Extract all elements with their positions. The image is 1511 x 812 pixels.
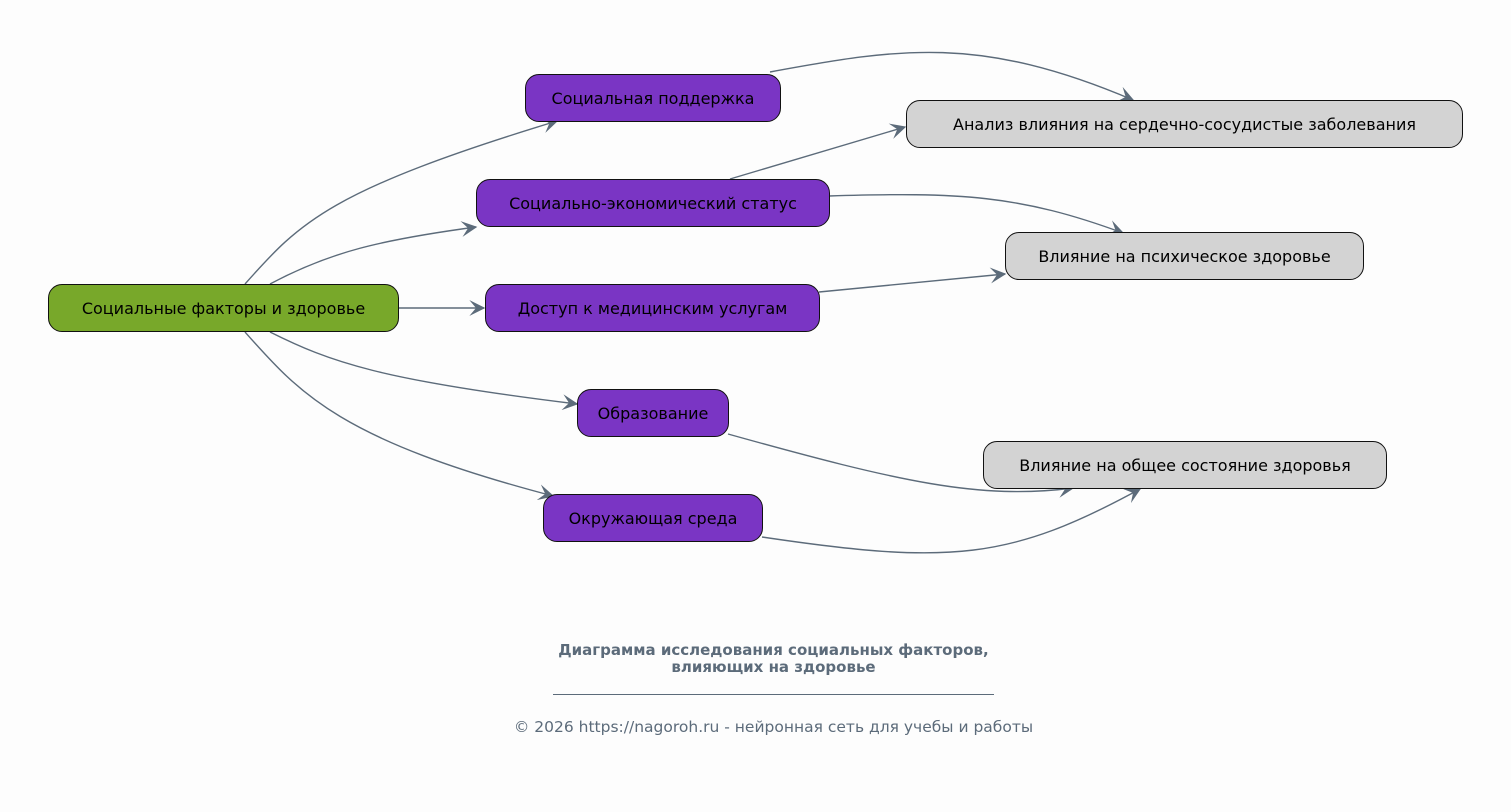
caption-divider [553, 694, 994, 695]
diagram-caption: Диаграмма исследования социальных фактор… [0, 642, 1511, 676]
node-healthcare-access: Доступ к медицинским услугам [485, 284, 820, 332]
node-social-support: Социальная поддержка [525, 74, 781, 122]
edge-root-to-education [269, 331, 579, 411]
edge-environment-to-general [761, 488, 1142, 554]
copyright-text: © 2026 https://nagoroh.ru - нейронная се… [513, 718, 1034, 736]
node-root: Социальные факторы и здоровье [48, 284, 399, 332]
node-environment: Окружающая среда [543, 494, 763, 542]
node-socioeconomic-status: Социально-экономический статус [476, 179, 830, 227]
node-cardio-analysis: Анализ влияния на сердечно-сосудистые за… [906, 100, 1463, 148]
edge-access-to-mental [818, 267, 1007, 293]
edge-root-to-environment [244, 331, 555, 501]
node-education: Образование [577, 389, 729, 437]
edge-ses-to-mental [828, 193, 1125, 236]
edge-ses-to-cardio [729, 123, 907, 180]
edge-education-to-general [727, 433, 1075, 498]
edge-root-to-support [244, 117, 559, 285]
caption-line-1: Диаграмма исследования социальных фактор… [558, 641, 989, 659]
edge-support-to-cardio [769, 51, 1135, 102]
node-general-health: Влияние на общее состояние здоровья [983, 441, 1387, 489]
edge-root-to-ses [269, 221, 478, 285]
caption-line-2: влияющих на здоровье [671, 658, 876, 676]
node-mental-health: Влияние на психическое здоровье [1005, 232, 1364, 280]
